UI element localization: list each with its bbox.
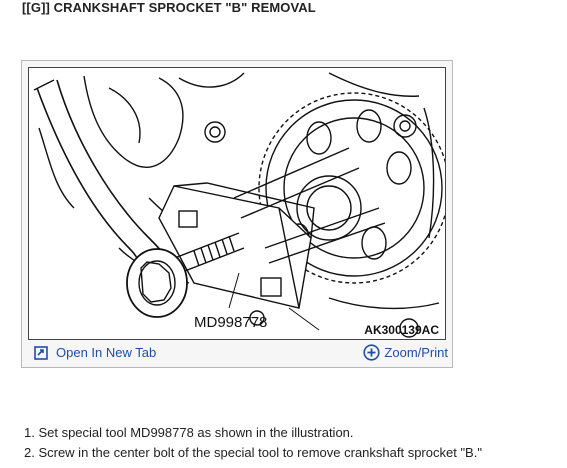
step-item: 2. Screw in the center bolt of the speci…	[24, 445, 482, 460]
zoom-print-link[interactable]: Zoom/Print	[363, 344, 448, 361]
section-title: [[G]] CRANKSHAFT SPROCKET "B" REMOVAL	[22, 0, 316, 15]
open-new-tab-icon	[34, 345, 48, 360]
open-in-new-tab-label: Open In New Tab	[56, 345, 157, 360]
figure-code: AK300139AC	[364, 323, 439, 337]
zoom-print-label: Zoom/Print	[384, 345, 448, 360]
illustration: MD998778 AK300139AC	[28, 67, 446, 340]
instruction-steps: 1. Set special tool MD998778 as shown in…	[24, 423, 482, 463]
figure-toolbar: Open In New Tab Zoom/Print	[22, 339, 452, 367]
tool-part-label: MD998778	[194, 314, 268, 331]
open-in-new-tab-link[interactable]: Open In New Tab	[34, 345, 156, 360]
crankshaft-sprocket-illustration	[33, 72, 445, 338]
zoom-plus-icon	[363, 344, 381, 361]
figure-card: MD998778 AK300139AC Open In New Tab Zoom…	[21, 60, 453, 368]
step-item: 1. Set special tool MD998778 as shown in…	[24, 425, 354, 440]
